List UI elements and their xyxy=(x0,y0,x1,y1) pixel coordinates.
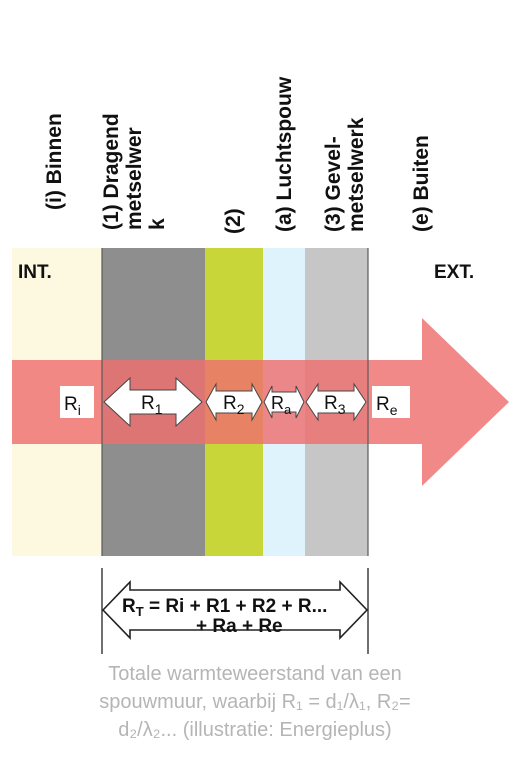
r2-label: R2 xyxy=(223,393,245,417)
exterior-label: EXT. xyxy=(434,262,475,283)
caption-line1: Totale warmteweerstand van een xyxy=(108,663,402,685)
figure-caption: Totale warmteweerstand van een spouwmuur… xyxy=(10,660,500,744)
interior-label: INT. xyxy=(18,262,52,283)
total-bracket xyxy=(101,568,369,654)
r2-double-arrow xyxy=(205,382,263,422)
re-label: Re xyxy=(376,394,398,418)
r1-label: R1 xyxy=(141,393,163,417)
total-double-arrow xyxy=(101,580,369,640)
r3-label: R3 xyxy=(324,393,346,417)
caption-line3: d₂/λ₂... (illustratie: Energieplus) xyxy=(118,719,392,741)
re-box xyxy=(372,386,410,418)
r3-double-arrow xyxy=(305,382,367,422)
ra-double-arrow xyxy=(263,385,305,419)
ri-label: Ri xyxy=(64,394,81,418)
caption-line2: spouwmuur, waarbij R₁ = d₁/λ₁, R₂= xyxy=(99,691,411,713)
formula-line2: + Ra + Re xyxy=(196,616,283,637)
formula-line1: RT = Ri + R1 + R2 + R... xyxy=(122,596,327,619)
ri-box xyxy=(60,386,94,418)
layer-boundaries xyxy=(101,248,369,556)
ra-label: Ra xyxy=(271,393,292,417)
r1-double-arrow xyxy=(103,376,203,428)
